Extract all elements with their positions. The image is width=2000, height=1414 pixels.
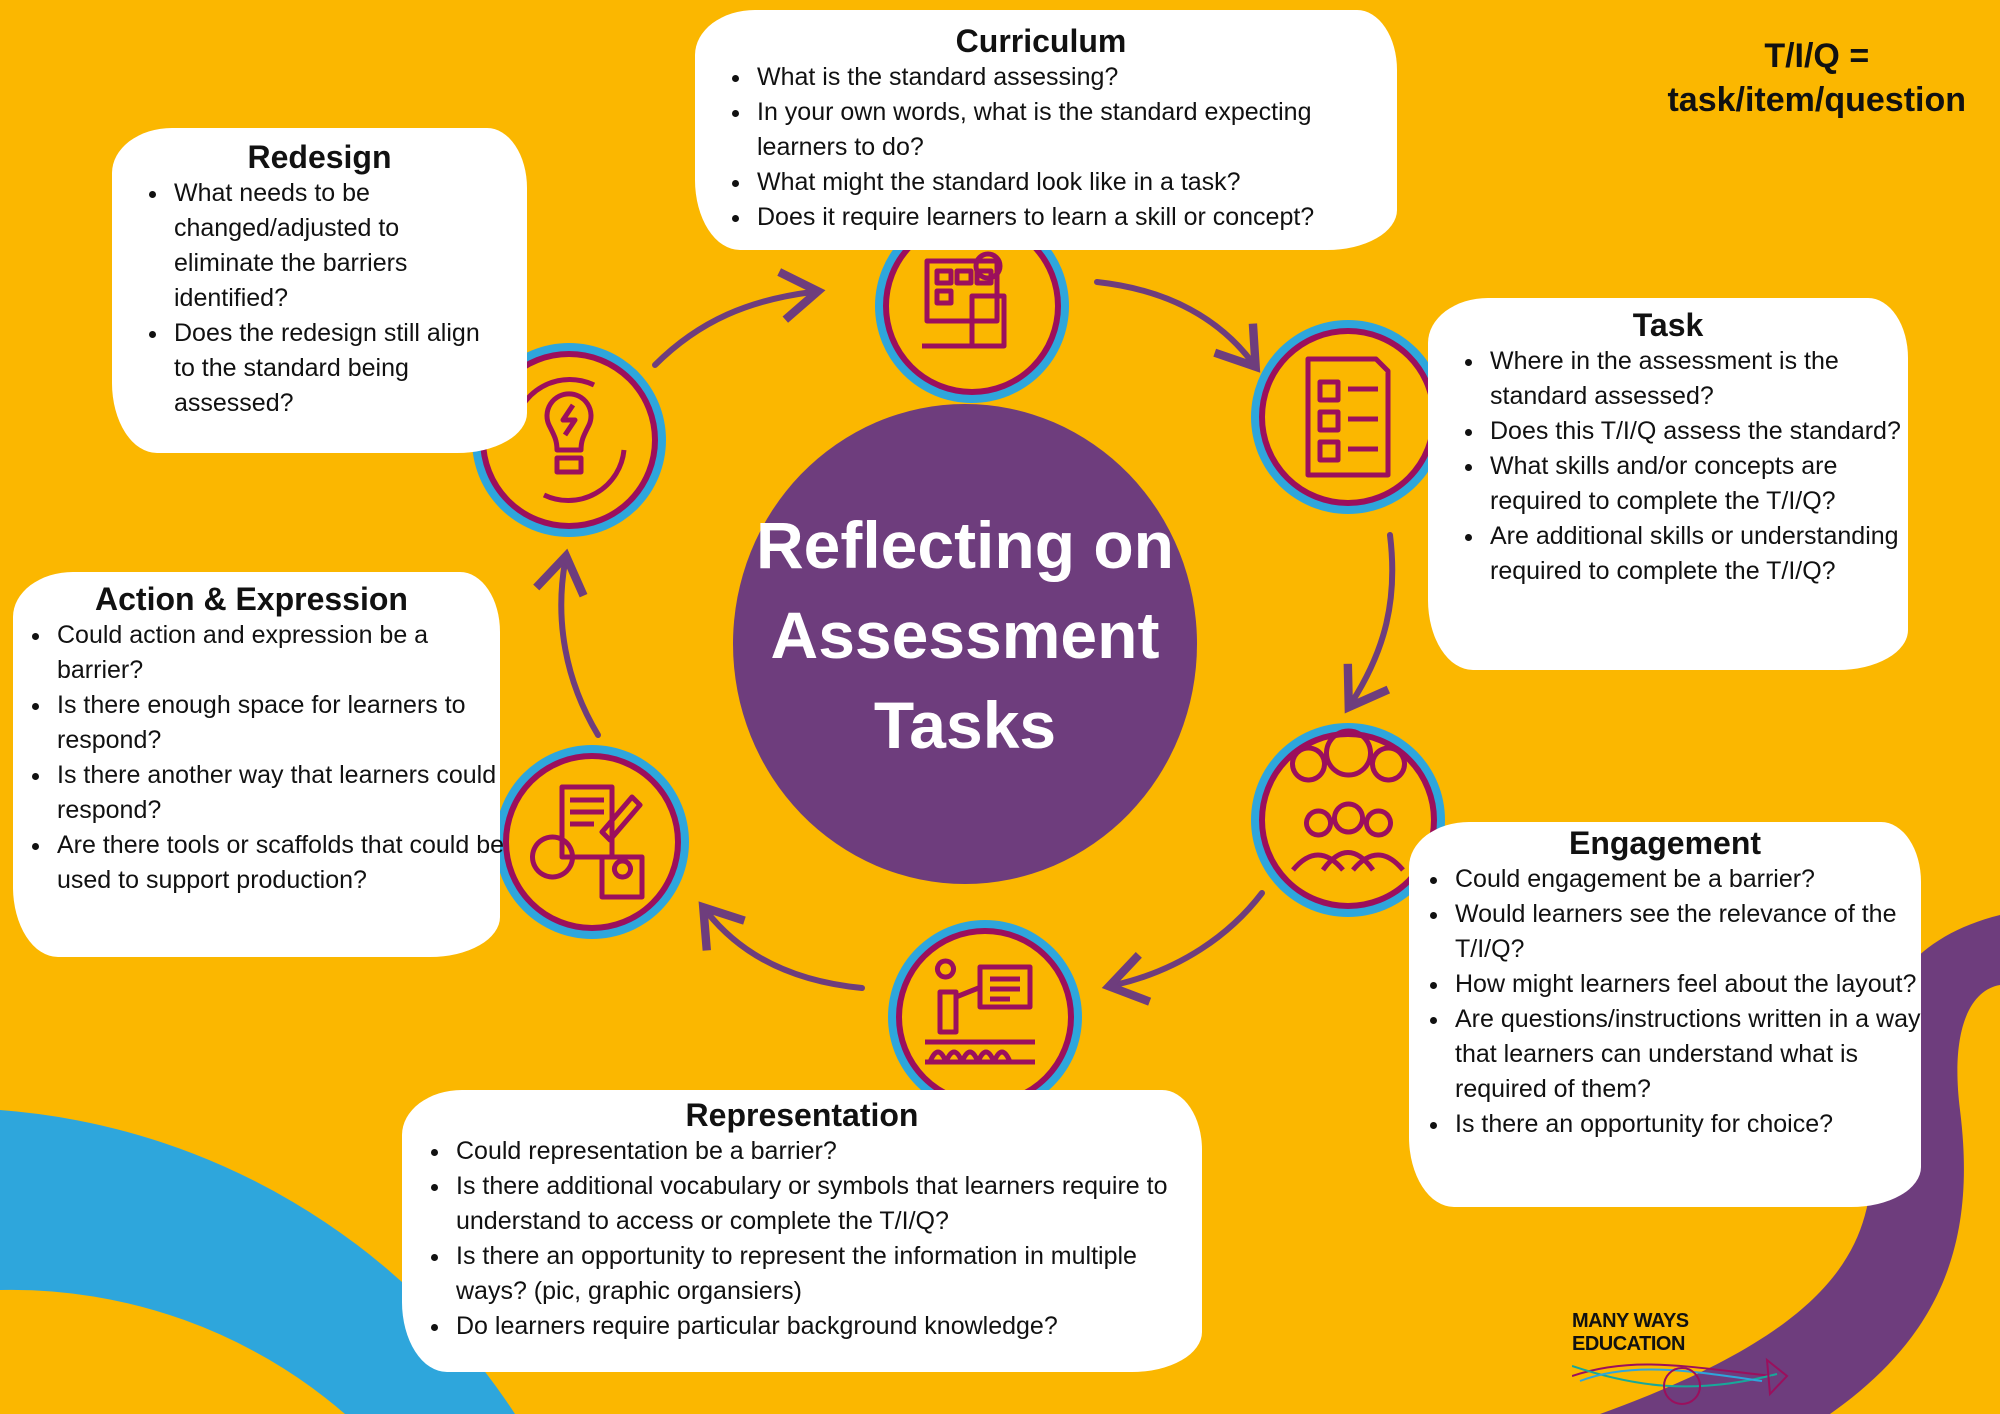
question-item: Do learners require particular backgroun… [452, 1309, 1182, 1344]
main-title-line: Tasks [873, 688, 1057, 762]
curriculum-title: Curriculum [955, 23, 1127, 59]
question-list: What needs to be changed/adjusted to eli… [122, 176, 500, 421]
question-item: What needs to be changed/adjusted to eli… [170, 176, 500, 316]
main-title: Reflecting on Assessment Tasks [735, 500, 1195, 770]
question-item: In your own words, what is the standard … [753, 95, 1403, 165]
logo-text: MANY WAYS EDUCATION [1572, 1310, 1689, 1355]
main-title-line: Reflecting on [755, 508, 1174, 582]
question-item: Would learners see the relevance of the … [1451, 897, 1921, 967]
arrow-action-to-redesign [533, 548, 601, 738]
question-item: Is there additional vocabulary or symbol… [452, 1169, 1182, 1239]
task-title: Task [1632, 307, 1704, 343]
arrow-representation-to-action [698, 901, 865, 991]
question-item: What might the standard look like in a t… [753, 165, 1403, 200]
question-item: Is there enough space for learners to re… [53, 688, 513, 758]
redesign-title: Redesign [247, 139, 392, 175]
action-expression-card: Action & Expression Could action and exp… [13, 572, 504, 957]
question-item: Are there tools or scaffolds that could … [53, 828, 513, 898]
question-item: Where in the assessment is the standard … [1486, 344, 1906, 414]
question-item: What skills and/or concepts are required… [1486, 449, 1906, 519]
question-item: Is there an opportunity for choice? [1451, 1107, 1921, 1142]
tiq-line1: T/I/Q = [1764, 37, 1870, 75]
redesign-card: Redesign What needs to be changed/adjust… [112, 128, 527, 453]
engagement-card: Engagement Could engagement be a barrier… [1409, 822, 1921, 1207]
question-list: Could engagement be a barrier?Would lear… [1409, 862, 1921, 1142]
question-item: Could representation be a barrier? [452, 1134, 1182, 1169]
tiq-definition: T/I/Q = task/item/question [1667, 34, 1966, 122]
arrow-redesign-to-curriculum [652, 268, 826, 368]
question-item: Does the redesign still align to the sta… [170, 316, 500, 421]
many-ways-education-logo: MANY WAYS EDUCATION [1571, 1310, 1792, 1411]
action-expression-title: Action & Expression [95, 581, 408, 617]
media-creation-icon [495, 745, 689, 939]
representation-card: Representation Could representation be a… [402, 1090, 1202, 1372]
group-feedback-icon [1251, 723, 1445, 917]
blue-arc-decoration [0, 1110, 515, 1414]
engagement-title: Engagement [1568, 825, 1762, 861]
question-item: Could action and expression be a barrier… [53, 618, 513, 688]
question-item: Are questions/instructions written in a … [1451, 1002, 1921, 1107]
question-item: Could engagement be a barrier? [1451, 862, 1921, 897]
question-item: Does it require learners to learn a skil… [753, 200, 1403, 235]
question-list: Where in the assessment is the standard … [1438, 344, 1906, 589]
task-card: Task Where in the assessment is the stan… [1428, 298, 1908, 670]
question-item: Is there another way that learners could… [53, 758, 513, 828]
center-circle [733, 404, 1197, 884]
question-list: Could action and expression be a barrier… [13, 618, 513, 898]
presenter-board-icon [888, 920, 1082, 1114]
arrow-task-to-engagement [1343, 532, 1396, 714]
main-title-line: Assessment [770, 598, 1160, 672]
checklist-document-icon [1251, 320, 1445, 514]
question-list: Could representation be a barrier?Is the… [402, 1134, 1182, 1344]
curriculum-card: Curriculum What is the standard assessin… [695, 10, 1397, 250]
question-item: What is the standard assessing? [753, 60, 1403, 95]
logo-arrow-icon [1571, 1357, 1789, 1405]
arrow-engagement-to-representation [1101, 890, 1265, 1006]
question-item: How might learners feel about the layout… [1451, 967, 1921, 1002]
question-item: Are additional skills or understanding r… [1486, 519, 1906, 589]
arrow-curriculum-to-task [1094, 279, 1261, 373]
tiq-line2: task/item/question [1667, 81, 1966, 119]
representation-title: Representation [685, 1097, 919, 1133]
question-item: Does this T/I/Q assess the standard? [1486, 414, 1906, 449]
question-list: What is the standard assessing?In your o… [705, 60, 1403, 235]
question-item: Is there an opportunity to represent the… [452, 1239, 1182, 1309]
